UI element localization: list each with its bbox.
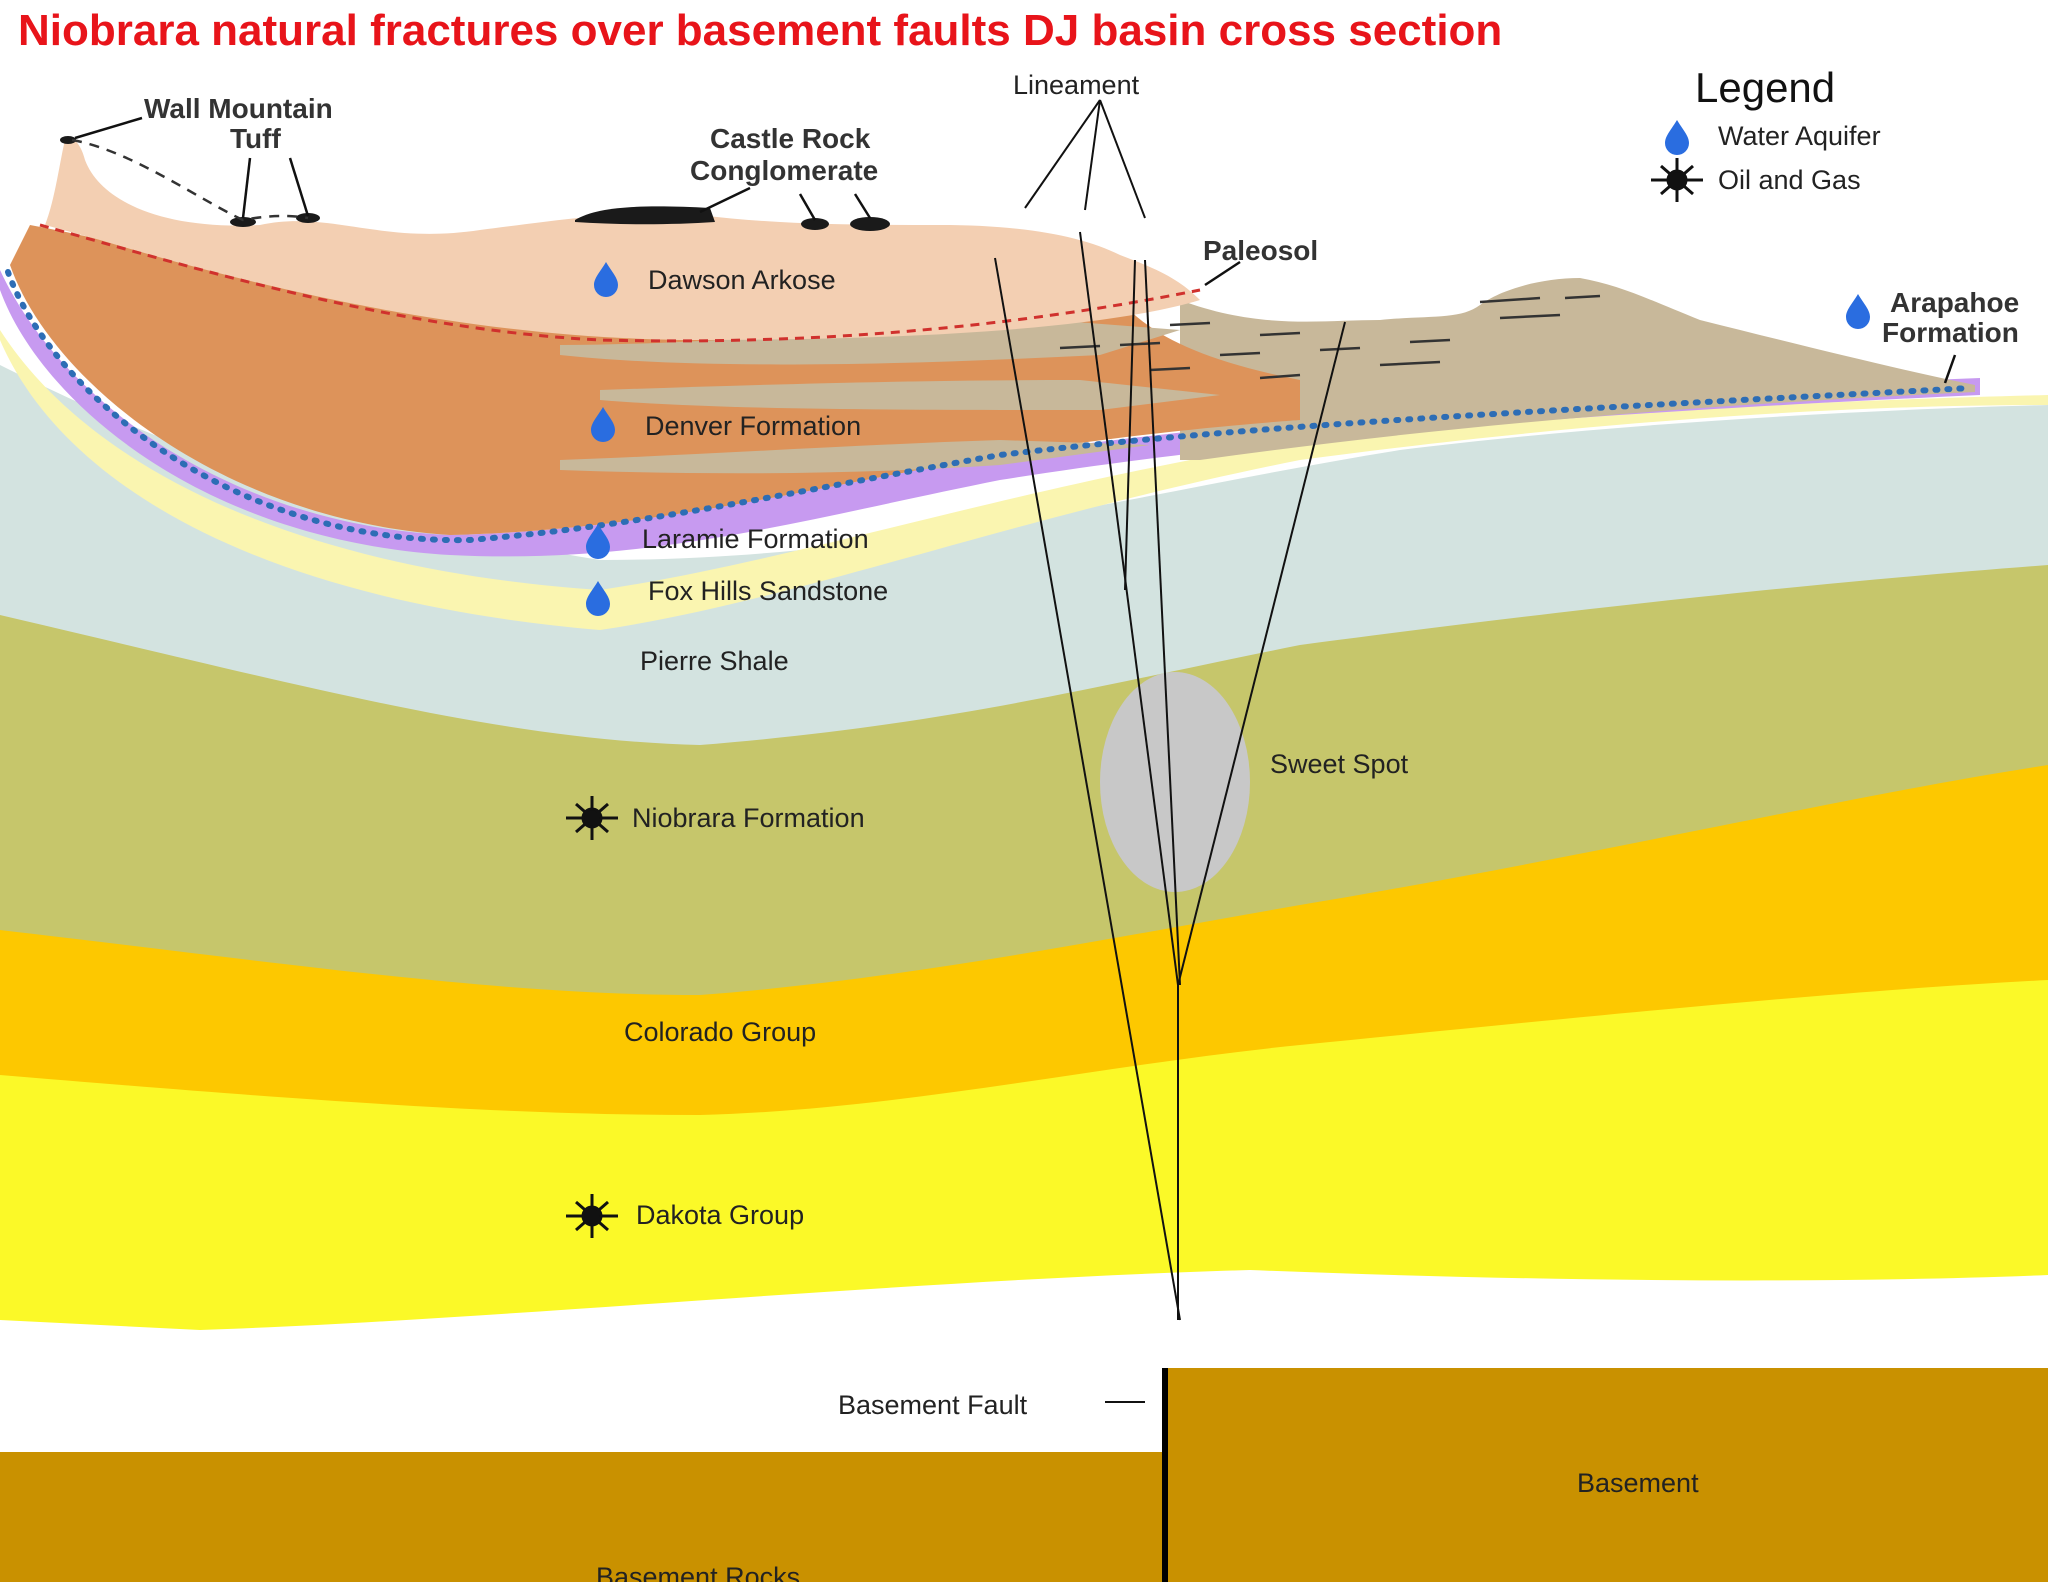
denver-lens-1 xyxy=(560,320,1180,365)
oil-gas-icon xyxy=(566,796,618,840)
water-drop-icon xyxy=(586,581,610,616)
colorado-group-label: Colorado Group xyxy=(624,1017,816,1047)
label-leaders xyxy=(74,116,1957,384)
water-drop-icon xyxy=(586,524,610,559)
basement-fault-label: Basement Fault xyxy=(838,1390,1028,1420)
laramie-formation-label: Laramie Formation xyxy=(642,524,869,554)
basement-rocks-label: Basement Rocks xyxy=(596,1562,800,1582)
water-drop-icon xyxy=(591,407,615,442)
basement-label: Basement xyxy=(1577,1468,1699,1498)
legend-item-oil-gas: Oil and Gas xyxy=(1718,165,1861,195)
dawson-arkose-layer xyxy=(45,138,1200,340)
lineament-label: Lineament xyxy=(1013,70,1140,100)
fracture-lines xyxy=(994,231,1346,1321)
pierre-shale-layer xyxy=(0,365,2048,745)
lineament-leaders xyxy=(1024,99,1146,219)
dakota-group-label: Dakota Group xyxy=(636,1200,804,1230)
water-drop-icon xyxy=(594,262,618,297)
castle-rock-cap-3 xyxy=(850,217,890,231)
arapahoe-label-2: Formation xyxy=(1882,317,2019,348)
legend: Legend Water Aquifer Oil and Gas xyxy=(1651,64,1881,202)
aquifer-boundary-dots xyxy=(5,269,1973,544)
legend-item-water-aquifer: Water Aquifer xyxy=(1718,121,1881,151)
dawson-arkose-label: Dawson Arkose xyxy=(648,265,836,295)
niobrara-formation-label: Niobrara Formation xyxy=(632,803,865,833)
denver-formation-label: Denver Formation xyxy=(645,411,861,441)
wall-mountain-label-2: Tuff xyxy=(230,123,281,154)
arapahoe-formation-layer xyxy=(1180,278,1975,460)
denver-lens-3 xyxy=(560,440,1150,474)
colorado-group-layer xyxy=(0,760,2048,1115)
castle-rock-cap-2 xyxy=(801,218,829,230)
sweet-spot-label: Sweet Spot xyxy=(1270,749,1409,779)
pierre-shale-label: Pierre Shale xyxy=(640,646,789,676)
wall-mountain-label-1: Wall Mountain xyxy=(144,93,333,124)
niobrara-formation-layer xyxy=(0,560,2048,995)
page-title: Niobrara natural fractures over basement… xyxy=(18,6,1503,55)
oil-gas-icon xyxy=(1651,158,1703,202)
dakota-group-layer xyxy=(0,975,2048,1330)
basement-rocks-block xyxy=(0,1452,1165,1582)
castle-rock-label-2: Conglomerate xyxy=(690,155,878,186)
water-drop-icon xyxy=(1846,294,1870,329)
paleosol-label: Paleosol xyxy=(1203,235,1318,266)
water-drop-icon xyxy=(1665,120,1689,155)
legend-title: Legend xyxy=(1695,64,1835,111)
denver-lens-2 xyxy=(600,380,1220,410)
arapahoe-label-1: Arapahoe xyxy=(1890,287,2019,318)
fox-hills-sandstone-label: Fox Hills Sandstone xyxy=(648,576,888,606)
tuff-peak-cap xyxy=(60,136,76,144)
oil-gas-icon xyxy=(566,1194,618,1238)
sweet-spot-ellipse xyxy=(1100,672,1250,892)
castle-rock-cap-1 xyxy=(575,206,715,225)
tuff-cap-1 xyxy=(230,217,256,227)
paleosol-dashes xyxy=(1059,294,1601,380)
basement-block xyxy=(1165,1368,2048,1582)
castle-rock-label-1: Castle Rock xyxy=(710,123,871,154)
